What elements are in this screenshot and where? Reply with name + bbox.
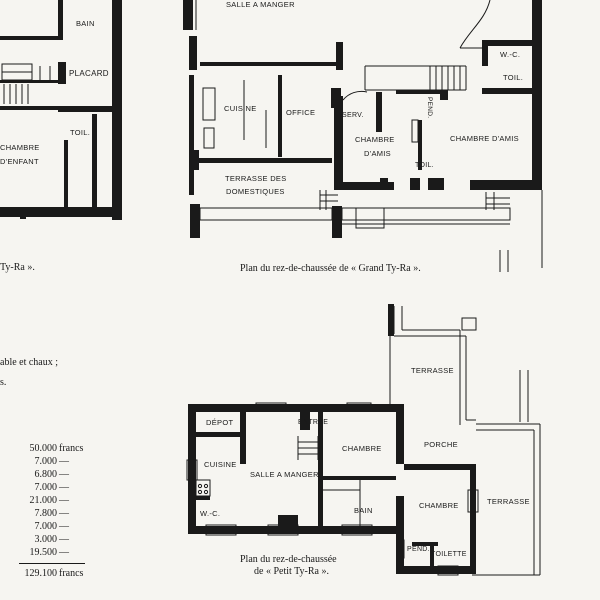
room-label-bain: BAIN xyxy=(354,506,373,515)
room-label-terrasse-domestiques-2: DOMESTIQUES xyxy=(226,187,285,196)
cost-row: 3.000— xyxy=(34,534,70,545)
cost-row: 21.000— xyxy=(29,495,70,506)
room-label-chambre-enfant-2: D'ENFANT xyxy=(0,157,39,166)
room-label-office: OFFICE xyxy=(286,108,316,117)
room-label-toil-top: TOIL. xyxy=(503,73,524,82)
room-label-toilette: TOILETTE xyxy=(431,551,467,558)
cost-row: 19.500— xyxy=(29,547,70,558)
caption-left-fragment: Ty-Ra ». xyxy=(0,262,35,273)
cost-row: 7.000— xyxy=(34,482,70,493)
cost-row: 7.000— xyxy=(34,521,70,532)
room-label-wc: W.-C. xyxy=(500,50,521,59)
room-label-serv: SERV. xyxy=(342,112,364,119)
room-label-entree: ENTRÉE xyxy=(298,419,329,426)
room-label-chambre-amis-1-line2: D'AMIS xyxy=(364,149,391,158)
room-label-pend: PEND. xyxy=(407,546,430,553)
room-label-porche: PORCHE xyxy=(424,440,458,449)
room-label-terrasse-right: TERRASSE xyxy=(487,497,530,506)
room-label-toil: TOIL. xyxy=(70,128,91,137)
room-label-chambre-amis-2: CHAMBRE D'AMIS xyxy=(450,134,519,143)
cost-total-rule xyxy=(19,563,85,564)
room-label-chambre-2: CHAMBRE xyxy=(419,501,459,510)
room-label-chambre-amis-1-line1: CHAMBRE xyxy=(355,135,395,144)
room-label-salle-a-manger: SALLE A MANGER xyxy=(250,470,319,479)
room-label-cuisine: CUISINE xyxy=(204,460,237,469)
cost-row: 7.000— xyxy=(34,456,70,467)
caption-petit-ty-ra-2: de « Petit Ty-Ra ». xyxy=(254,566,329,577)
room-label-toil-bottom: TOIL. xyxy=(415,162,434,169)
room-label-depot: DÉPOT xyxy=(206,418,234,427)
room-label-bain: BAIN xyxy=(76,19,95,28)
text-fragment-1: able et chaux ; xyxy=(0,357,59,368)
room-label-terrasse-top: TERRASSE xyxy=(411,366,454,375)
room-label-wc: W.-C. xyxy=(200,509,221,518)
cost-row: 7.800— xyxy=(34,508,70,519)
cost-row: 6.800— xyxy=(34,469,70,480)
caption-grand-ty-ra: Plan du rez-de-chaussée de « Grand Ty-Ra… xyxy=(240,263,421,274)
room-label-terrasse-domestiques-1: TERRASSE DES xyxy=(225,174,287,183)
room-label-cuisine: CUISINE xyxy=(224,104,257,113)
text-fragment-2: s. xyxy=(0,377,7,388)
room-label-chambre-enfant-1: CHAMBRE xyxy=(0,143,40,152)
room-label-placard: PLACARD xyxy=(69,69,109,78)
room-label-salle-a-manger: SALLE A MANGER xyxy=(226,0,295,9)
caption-petit-ty-ra-1: Plan du rez-de-chaussée xyxy=(240,554,337,565)
room-label-chambre-1: CHAMBRE xyxy=(342,444,382,453)
room-label-pend: PEND. xyxy=(426,97,434,119)
